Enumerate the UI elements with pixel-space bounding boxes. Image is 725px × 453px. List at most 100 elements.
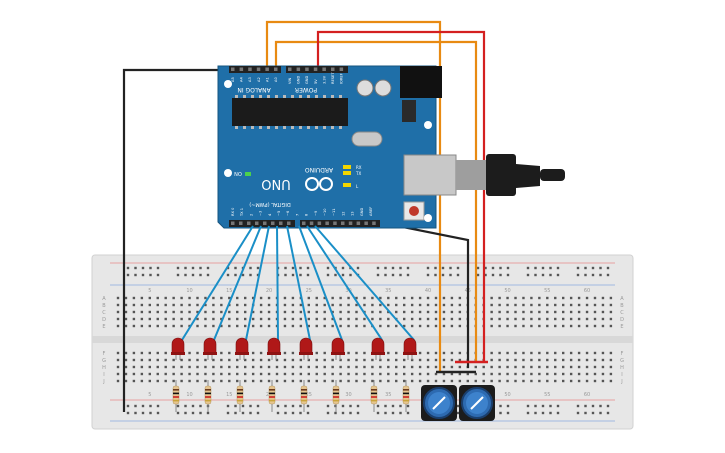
leds [171,337,417,360]
bb-hole [490,379,493,383]
l-led [343,183,351,187]
pin-label: ~5 [277,211,281,216]
pin-label: RX 0 [231,207,235,216]
bb-hole [291,296,295,300]
rail-hole [384,404,387,408]
bb-hole [569,296,573,300]
bb-hole [140,379,144,383]
bb-hole [426,317,430,321]
bb-hole [331,372,334,376]
bb-hole [601,310,605,314]
pin-label: A1 [265,77,269,82]
bb-hole [418,351,422,355]
bb-hole [395,351,398,355]
bb-hole [331,324,334,328]
bb-hole [148,317,151,321]
bb-hole [546,358,549,362]
bb-hole [562,303,565,307]
bb-hole [426,372,430,376]
bb-hole [188,351,191,355]
bb-hole [299,372,303,376]
rail-hole [399,266,402,270]
on-led [245,172,251,176]
bb-hole [490,372,493,376]
bb-hole [180,372,183,376]
rail-hole [256,404,260,408]
potentiometer[interactable] [421,385,457,421]
bb-hole [426,351,430,355]
bb-hole [506,303,509,307]
bb-hole [196,296,199,300]
bb-hole [116,303,120,307]
bb-hole [212,310,215,314]
bb-hole [196,324,199,328]
row-letter: I [103,372,104,378]
rail-hole [199,273,202,277]
bb-hole [355,372,358,376]
rail-hole [549,411,552,415]
resistor [268,380,276,412]
potentiometer[interactable] [459,385,495,421]
row-letter: E [102,324,105,330]
rail-hole [176,266,180,270]
bb-hole [609,317,613,321]
bb-hole [490,358,493,362]
rail-hole [541,266,545,270]
bb-hole [538,310,541,314]
bb-hole [577,372,581,376]
bb-hole [275,365,279,369]
row-letter: J [102,379,104,385]
rail-hole [226,273,230,277]
bb-hole [132,358,136,362]
bb-hole [609,324,613,328]
bb-hole [371,310,374,314]
bb-hole [458,372,462,376]
bb-hole [554,310,557,314]
rail-hole [191,411,195,415]
bb-hole [450,351,454,355]
bb-hole [363,358,366,362]
bb-hole [458,379,462,383]
rail-hole [341,273,345,277]
bb-hole [403,379,406,383]
bb-hole [609,351,613,355]
usb-cable [456,154,565,196]
bb-hole [434,365,438,369]
bb-hole [164,296,167,300]
row-letter: H [620,365,624,371]
bb-hole [569,372,573,376]
bb-hole [442,317,446,321]
bb-hole [538,379,541,383]
reset-button-cap[interactable] [409,206,419,216]
bb-hole [251,365,255,369]
rail-hole [376,404,380,408]
bb-hole [212,324,215,328]
chip-pin [291,95,294,98]
bb-hole [228,324,231,328]
header-pin [322,67,326,71]
bb-hole [458,365,462,369]
row-letter: C [102,310,106,316]
bb-hole [331,303,334,307]
rail-hole [399,404,402,408]
bb-hole [371,372,374,376]
chip-pin [307,126,310,129]
bb-hole [156,358,159,362]
bb-hole [307,310,310,314]
bb-hole [172,358,175,362]
pin-label: IOREF [340,73,344,84]
bb-hole [418,358,422,362]
bb-hole [180,324,183,328]
pin-label: A2 [257,77,261,82]
rail-hole [526,404,530,408]
rail-hole [476,266,480,270]
bb-hole [458,303,462,307]
bb-hole [442,296,446,300]
bb-hole [291,351,295,355]
crystal [351,131,383,147]
bb-hole [116,372,120,376]
rail-hole [341,411,345,415]
row-letter: D [620,317,624,323]
bb-hole [116,324,120,328]
bb-hole [538,372,541,376]
